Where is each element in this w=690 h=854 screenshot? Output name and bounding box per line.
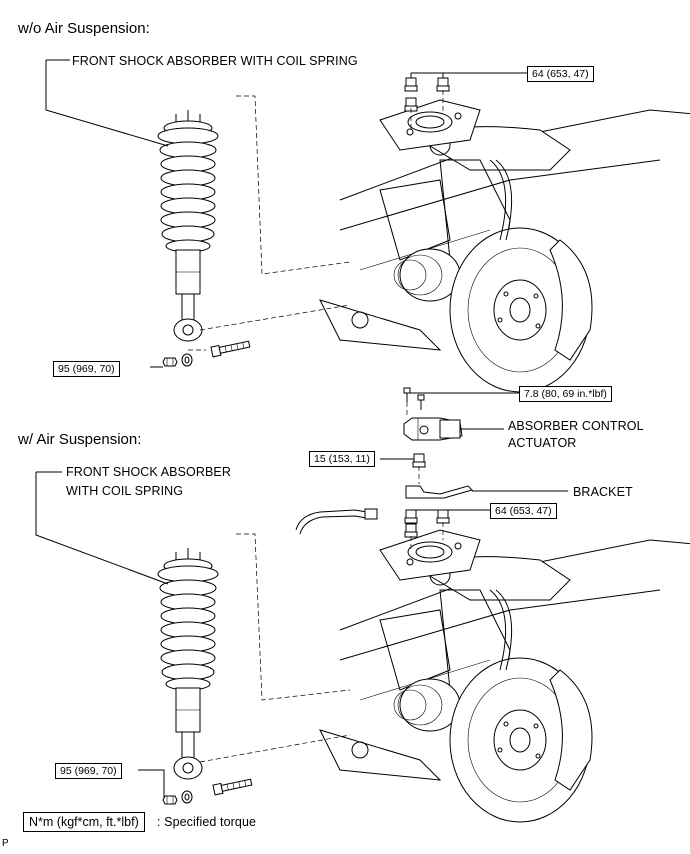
- section-title-with-air: w/ Air Suspension:: [18, 431, 142, 448]
- absorber-label-upper: FRONT SHOCK ABSORBER WITH COIL SPRING: [72, 54, 358, 68]
- lower-knuckle-drawing: [319, 529, 690, 823]
- torque-lower-top: 64 (653, 47): [490, 503, 557, 519]
- torque-actuator-bolt: 7.8 (80, 69 in.*lbf): [519, 386, 612, 402]
- legend-unit-box: N*m (kgf*cm, ft.*lbf): [23, 812, 145, 832]
- upper-strut-drawing: [157, 109, 219, 342]
- footer-mark: P: [2, 838, 9, 849]
- bracket-drawing: [405, 485, 473, 499]
- legend-unit-text: : Specified torque: [157, 815, 257, 829]
- torque-bracket-bolt: 15 (153, 11): [309, 451, 375, 467]
- actuator-label-line1: ABSORBER CONTROL: [508, 419, 644, 433]
- section-title-without-air: w/o Air Suspension:: [18, 20, 150, 37]
- torque-upper-bottom: 95 (969, 70): [53, 361, 120, 377]
- torque-upper-top: 64 (653, 47): [527, 66, 594, 82]
- bracket-label: BRACKET: [573, 485, 633, 499]
- actuator-label-line2: ACTUATOR: [508, 436, 577, 450]
- torque-lower-bottom: 95 (969, 70): [55, 763, 122, 779]
- absorber-label-lower-line1: FRONT SHOCK ABSORBER: [66, 465, 231, 479]
- absorber-control-actuator-drawing: [403, 417, 463, 441]
- lower-strut-drawing: [157, 547, 219, 780]
- absorber-label-lower-line2: WITH COIL SPRING: [66, 484, 184, 498]
- actuator-bolts: [403, 387, 425, 418]
- upper-knuckle-drawing: [319, 99, 690, 393]
